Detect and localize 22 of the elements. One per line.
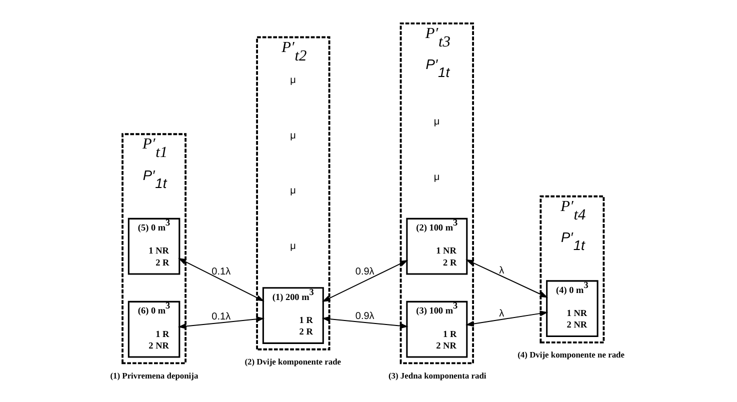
edge-label: 0.9λ	[355, 310, 374, 322]
label: μ	[434, 172, 440, 183]
node-label: (1) Privremena deponija	[110, 370, 198, 380]
arrow	[466, 259, 548, 298]
edge-label: 0.1λ	[212, 266, 231, 278]
arrow	[322, 316, 408, 329]
edge-label: 0.1λ	[212, 312, 231, 323]
node-label: (2) Dvije komponente rade	[244, 356, 342, 367]
arrow	[322, 260, 408, 302]
label: μ	[290, 240, 296, 252]
node-label: (3) Jedna komponenta radi	[388, 370, 486, 380]
edge-label: λ	[499, 308, 504, 320]
node-label: (4) Dvije komponente ne rade	[518, 350, 624, 360]
label: μ	[290, 74, 296, 86]
edge-label: λ	[499, 266, 504, 277]
edge-label: 0.9λ	[355, 266, 374, 278]
arrow	[178, 316, 264, 330]
label: μ	[434, 116, 440, 128]
arrow	[178, 258, 264, 302]
arrow	[466, 310, 548, 327]
label: μ	[290, 186, 296, 197]
label: μ	[290, 130, 296, 142]
